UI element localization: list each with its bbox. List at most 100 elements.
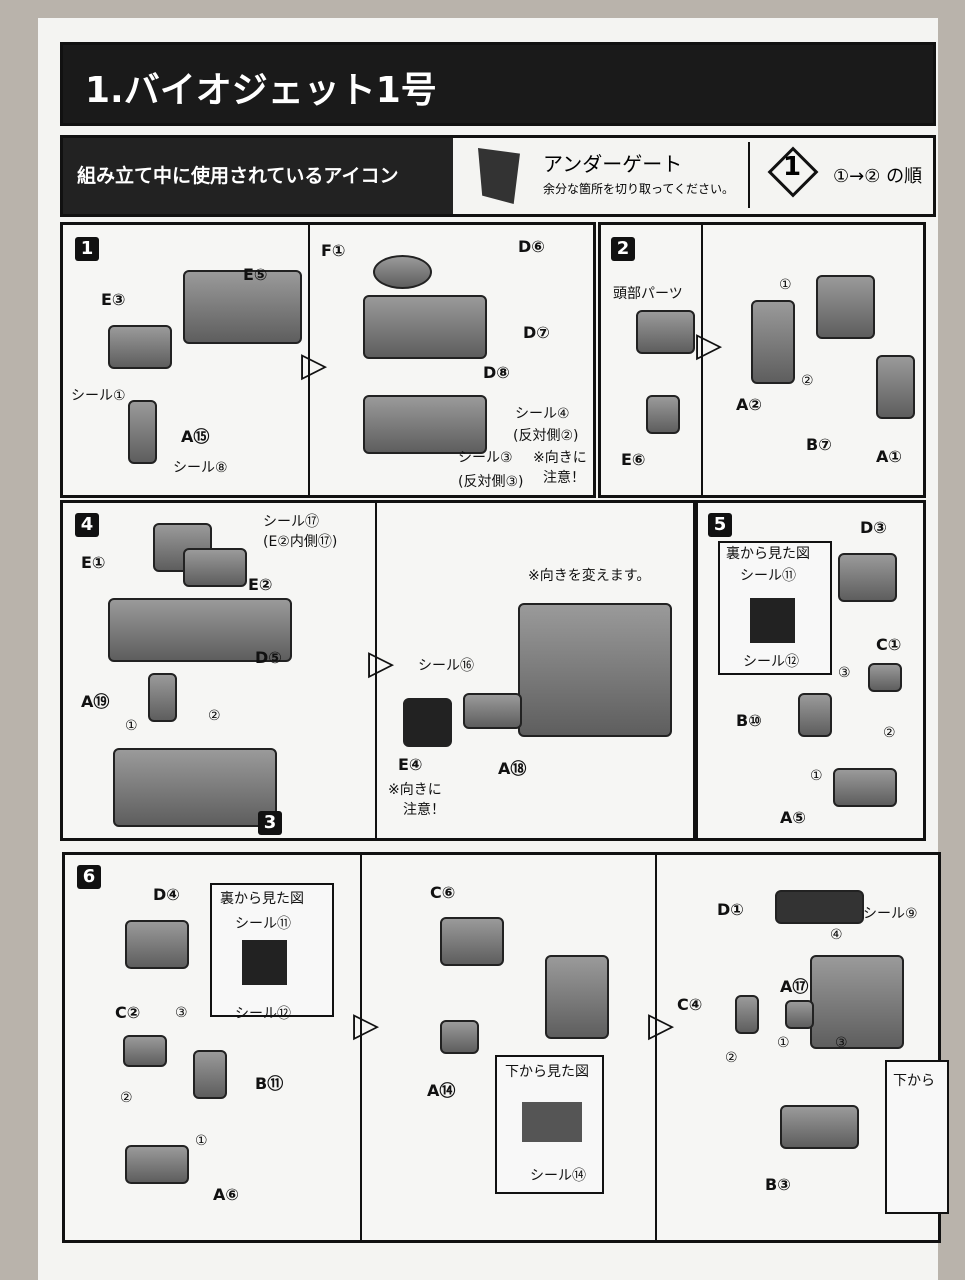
next-arrow-icon: ▷ [696, 325, 723, 365]
label: E③ [101, 290, 126, 309]
label: E② [248, 575, 273, 594]
section-title-bar: 1.バイオジェット1号 [60, 42, 936, 126]
label: A⑥ [213, 1185, 239, 1204]
part-b3 [780, 1105, 859, 1149]
label: シール③ [458, 450, 513, 466]
next-arrow-icon: ▷ [368, 643, 395, 683]
step-panel-1: 1 ▷ E③ E⑤ シール① A⑮ シール⑧ F① D⑥ D⑦ D⑧ シール④ … [60, 222, 596, 498]
section-title: 1.バイオジェット1号 [85, 70, 437, 111]
label: D⑧ [483, 363, 510, 382]
label: D③ [860, 518, 887, 537]
part-a2 [751, 300, 795, 384]
part-c4 [735, 995, 759, 1034]
label: C⑥ [430, 883, 456, 902]
label: ① [195, 1133, 208, 1149]
label: (反対側②) [513, 428, 579, 444]
back-view-inset [718, 541, 832, 675]
part-a5 [833, 768, 897, 807]
label: シール⑪ [740, 568, 796, 584]
label: A② [736, 395, 762, 414]
part-d4 [125, 920, 189, 969]
part-body-2 [810, 955, 904, 1049]
label: シール⑰ [263, 514, 319, 530]
label: シール④ [515, 406, 570, 422]
step-number-badge: 2 [611, 237, 635, 261]
label: ② [801, 373, 814, 389]
label: (反対側③) [458, 474, 524, 490]
step-panel-5: 5 裏から見た図 シール⑪ シール⑫ D③ C① B⑩ A⑤ ① ② ③ [695, 500, 926, 841]
label: A⑱ [498, 759, 527, 778]
label: シール⑫ [743, 654, 799, 670]
label: シール⑯ [418, 658, 474, 674]
label: シール⑧ [173, 460, 228, 476]
label: B⑩ [736, 711, 762, 730]
label: A⑤ [780, 808, 806, 827]
under-gate-icon [478, 148, 520, 204]
step-number-badge: 1 [75, 237, 99, 261]
assembly-number-badge: 3 [258, 811, 282, 835]
step-number-badge: 6 [77, 865, 101, 889]
label: ② [883, 725, 896, 741]
label: ② [725, 1050, 738, 1066]
step-order-legend: 1 ①→② の順 [763, 142, 933, 208]
label: シール⑭ [530, 1168, 586, 1184]
sticker-image [242, 940, 287, 985]
part-fin-e2 [183, 548, 247, 587]
label: A① [876, 447, 902, 466]
part-jet-assembled [363, 395, 487, 454]
step-panel-2: 2 ▷ 頭部パーツ E⑥ A② B⑦ A① ① ② [598, 222, 926, 498]
label: F① [321, 241, 346, 260]
label: B⑪ [255, 1074, 284, 1093]
under-gate-legend: アンダーゲート 余分な箇所を切り取ってください。 [458, 142, 750, 208]
part-body [183, 270, 302, 344]
divider [375, 503, 377, 838]
step-panel-6: 6 ▷ ▷ D④ 裏から見た図 シール⑪ シール⑫ C② B⑪ A⑥ ① ② ③… [62, 852, 949, 1243]
part-b10 [798, 693, 832, 737]
part-a1 [876, 355, 915, 419]
step-order-text: ①→② の順 [833, 166, 923, 187]
part-c1 [868, 663, 902, 692]
label: D⑤ [255, 648, 282, 667]
label: E⑤ [243, 265, 268, 284]
divider [308, 225, 310, 495]
label: E④ [398, 755, 423, 774]
part-canopy [373, 255, 432, 289]
label: シール① [71, 388, 126, 404]
next-arrow-icon: ▷ [301, 345, 328, 385]
part-c2 [123, 1035, 167, 1067]
label: シール⑨ [863, 906, 918, 922]
label: (E②内側⑰) [263, 534, 338, 550]
label: ② [208, 708, 221, 724]
label: 頭部パーツ [613, 286, 683, 302]
part-head [636, 310, 695, 354]
label: ④ [830, 927, 843, 943]
assembly-3 [113, 748, 277, 827]
part-head-2 [816, 275, 875, 339]
label: A⑰ [780, 977, 809, 996]
label: ① [810, 768, 823, 784]
label: ※向きを変えます。 [528, 568, 651, 584]
label: B③ [765, 1175, 791, 1194]
divider [360, 855, 362, 1240]
label: C① [876, 635, 902, 654]
label: D④ [153, 885, 180, 904]
label: A⑭ [427, 1081, 456, 1100]
label: ① [779, 277, 792, 293]
label: 注意！ [543, 470, 585, 486]
sticker-image [750, 598, 795, 643]
divider [701, 225, 703, 495]
part-leg [128, 400, 157, 464]
label: C④ [677, 995, 703, 1014]
label: D⑥ [518, 237, 545, 256]
back-view-inset [210, 883, 334, 1017]
under-gate-desc: 余分な箇所を切り取ってください。 [543, 182, 735, 196]
part-a19 [148, 673, 177, 722]
part-b11 [193, 1050, 227, 1099]
label: ※向きに [388, 782, 442, 798]
part-e4 [403, 698, 452, 747]
bottom-view-inset [495, 1055, 604, 1194]
label: ③ [838, 665, 851, 681]
label: B⑦ [806, 435, 832, 454]
part-a17 [785, 1000, 814, 1029]
step-number: 1 [783, 152, 802, 182]
